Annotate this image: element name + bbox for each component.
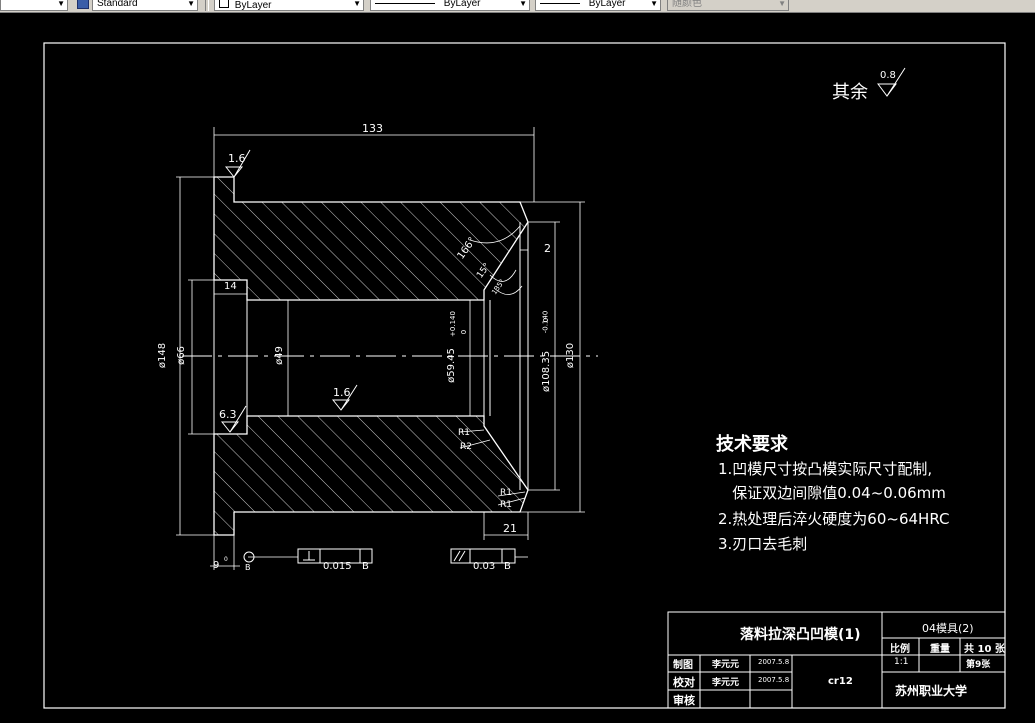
dim-dia-59-tol-upper: +0.140 xyxy=(448,311,457,337)
color-value: ByLayer xyxy=(234,0,272,11)
dimension-lines xyxy=(176,127,585,570)
gdt2-value: 0.03 xyxy=(473,561,496,572)
chevron-down-icon: ▼ xyxy=(519,0,527,8)
text-style-combo[interactable]: Standard ▼ xyxy=(92,0,198,11)
dim-width-9: 9 xyxy=(213,560,220,571)
ratio-value: 1:1 xyxy=(894,657,909,667)
roughness-symbols xyxy=(220,67,906,433)
gdt1-value: 0.015 xyxy=(323,561,352,572)
dim-len-2: 2 xyxy=(544,242,551,255)
dim-len-14: 14 xyxy=(224,281,237,292)
roughness-inner-value: 1.6 xyxy=(333,386,351,399)
linetype-preview xyxy=(375,2,435,4)
drawing-border xyxy=(43,42,1006,709)
other-roughness-label: 其余 xyxy=(832,82,868,103)
dim-r1-a: R1 xyxy=(458,428,470,438)
datum-letter: B xyxy=(245,563,251,572)
tech-requirement-item: 3.刃口去毛刺 xyxy=(718,535,808,553)
dim-r2: R2 xyxy=(460,442,472,452)
chevron-down-icon: ▼ xyxy=(778,0,786,8)
gdt2-datum: B xyxy=(504,561,511,572)
chevron-down-icon: ▼ xyxy=(650,0,658,8)
roughness-top-value: 1.6 xyxy=(228,152,246,165)
gdt-frames xyxy=(297,548,516,564)
dim-dia-148: ø148 xyxy=(157,342,169,369)
plot-style-combo[interactable]: 随颜色 ▼ xyxy=(667,0,789,11)
dim-dia-108-tol-lower: -0.140 xyxy=(541,310,550,334)
text-style-value: Standard xyxy=(97,0,138,9)
dim-r1-c: R1 xyxy=(500,500,512,510)
other-roughness-value: 0.8 xyxy=(880,70,896,81)
dim-len-21: 21 xyxy=(503,522,517,535)
roughness-left-value: 6.3 xyxy=(219,408,237,421)
checked-by: 李元元 xyxy=(712,678,740,688)
dim-dia-59: ø59.45 xyxy=(445,348,457,383)
sheet-number: 第9张 xyxy=(966,660,991,670)
drawn-date: 2007.5.8 xyxy=(758,658,790,666)
dim-dia-130: ø130 xyxy=(565,342,577,369)
drawing-canvas[interactable] xyxy=(0,13,1035,723)
dim-dia-108: ø108.35 xyxy=(541,350,553,393)
dim-dia-59-tol-lower: 0 xyxy=(460,329,469,335)
lineweight-preview xyxy=(540,2,580,4)
part-section xyxy=(213,176,529,536)
chevron-down-icon: ▼ xyxy=(57,0,65,8)
drawing-number: 04模具(2) xyxy=(922,622,974,635)
reviewed-label: 审核 xyxy=(673,694,695,707)
school-name: 苏州职业大学 xyxy=(895,684,968,698)
toolbar-separator xyxy=(205,0,209,11)
dim-length-133: 133 xyxy=(362,122,383,135)
dim-dia-49: ø49 xyxy=(273,346,285,365)
drawn-label: 制图 xyxy=(673,660,693,671)
layer-combo[interactable]: ▼ xyxy=(0,0,68,11)
gdt1-datum: B xyxy=(362,561,369,572)
dim-dia-66: ø66 xyxy=(175,346,187,365)
checked-label: 校对 xyxy=(673,676,695,689)
tech-requirement-item: 1.凹模尺寸按凸模实际尺寸配制, xyxy=(718,460,933,478)
tech-requirements-title: 技术要求 xyxy=(716,434,788,455)
tech-requirement-item: 2.热处理后淬火硬度为60~64HRC xyxy=(718,510,950,528)
linetype-combo[interactable]: ByLayer ▼ xyxy=(370,0,530,11)
linetype-value: ByLayer xyxy=(443,0,481,9)
lineweight-value: ByLayer xyxy=(588,0,626,9)
datum-symbol xyxy=(243,551,255,563)
dim-r1-b: R1 xyxy=(500,488,512,498)
tech-requirement-item: 保证双边间隙值0.04~0.06mm xyxy=(718,484,946,502)
color-combo[interactable]: ByLayer ▼ xyxy=(214,0,364,11)
text-style-icon[interactable] xyxy=(77,0,89,9)
color-swatch-icon xyxy=(219,0,229,8)
title-block xyxy=(667,611,1006,709)
drawn-by: 李元元 xyxy=(712,660,740,670)
lineweight-combo[interactable]: ByLayer ▼ xyxy=(535,0,661,11)
chevron-down-icon: ▼ xyxy=(353,0,361,8)
properties-toolbar: ▼ Standard ▼ ByLayer ▼ ByLayer ▼ ByLayer… xyxy=(0,0,1035,13)
part-name: 落料拉深凸凹模(1) xyxy=(740,627,861,643)
dim-width-9-tol: 0 xyxy=(224,556,228,563)
ratio-label: 比例 xyxy=(890,644,910,655)
chevron-down-icon: ▼ xyxy=(187,0,195,8)
total-sheets: 共 10 张 xyxy=(964,644,1005,655)
checked-date: 2007.5.8 xyxy=(758,676,790,684)
weight-label: 重量 xyxy=(930,644,950,655)
material: cr12 xyxy=(828,676,853,687)
plot-style-value: 随颜色 xyxy=(672,0,702,9)
